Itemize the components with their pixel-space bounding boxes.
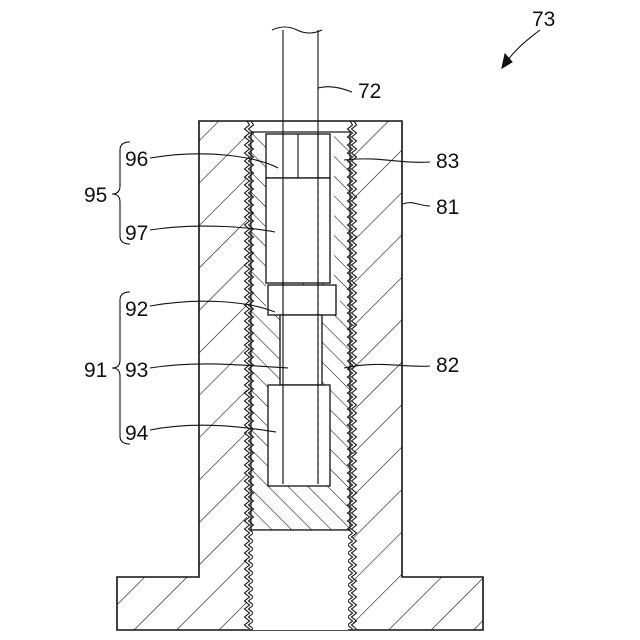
label-82: 82 bbox=[436, 354, 459, 377]
label-83: 83 bbox=[436, 150, 459, 173]
label-91: 91 bbox=[84, 359, 107, 382]
label-94: 94 bbox=[125, 422, 149, 445]
leader-81 bbox=[403, 203, 430, 206]
leader-72 bbox=[318, 87, 352, 92]
label-95: 95 bbox=[84, 184, 107, 207]
label-97: 97 bbox=[125, 222, 148, 245]
label-81: 81 bbox=[436, 196, 459, 219]
label-73: 73 bbox=[532, 8, 555, 31]
label-96: 96 bbox=[125, 148, 148, 171]
label-93: 93 bbox=[125, 359, 148, 382]
label-92: 92 bbox=[125, 298, 148, 321]
label-72: 72 bbox=[358, 80, 381, 103]
